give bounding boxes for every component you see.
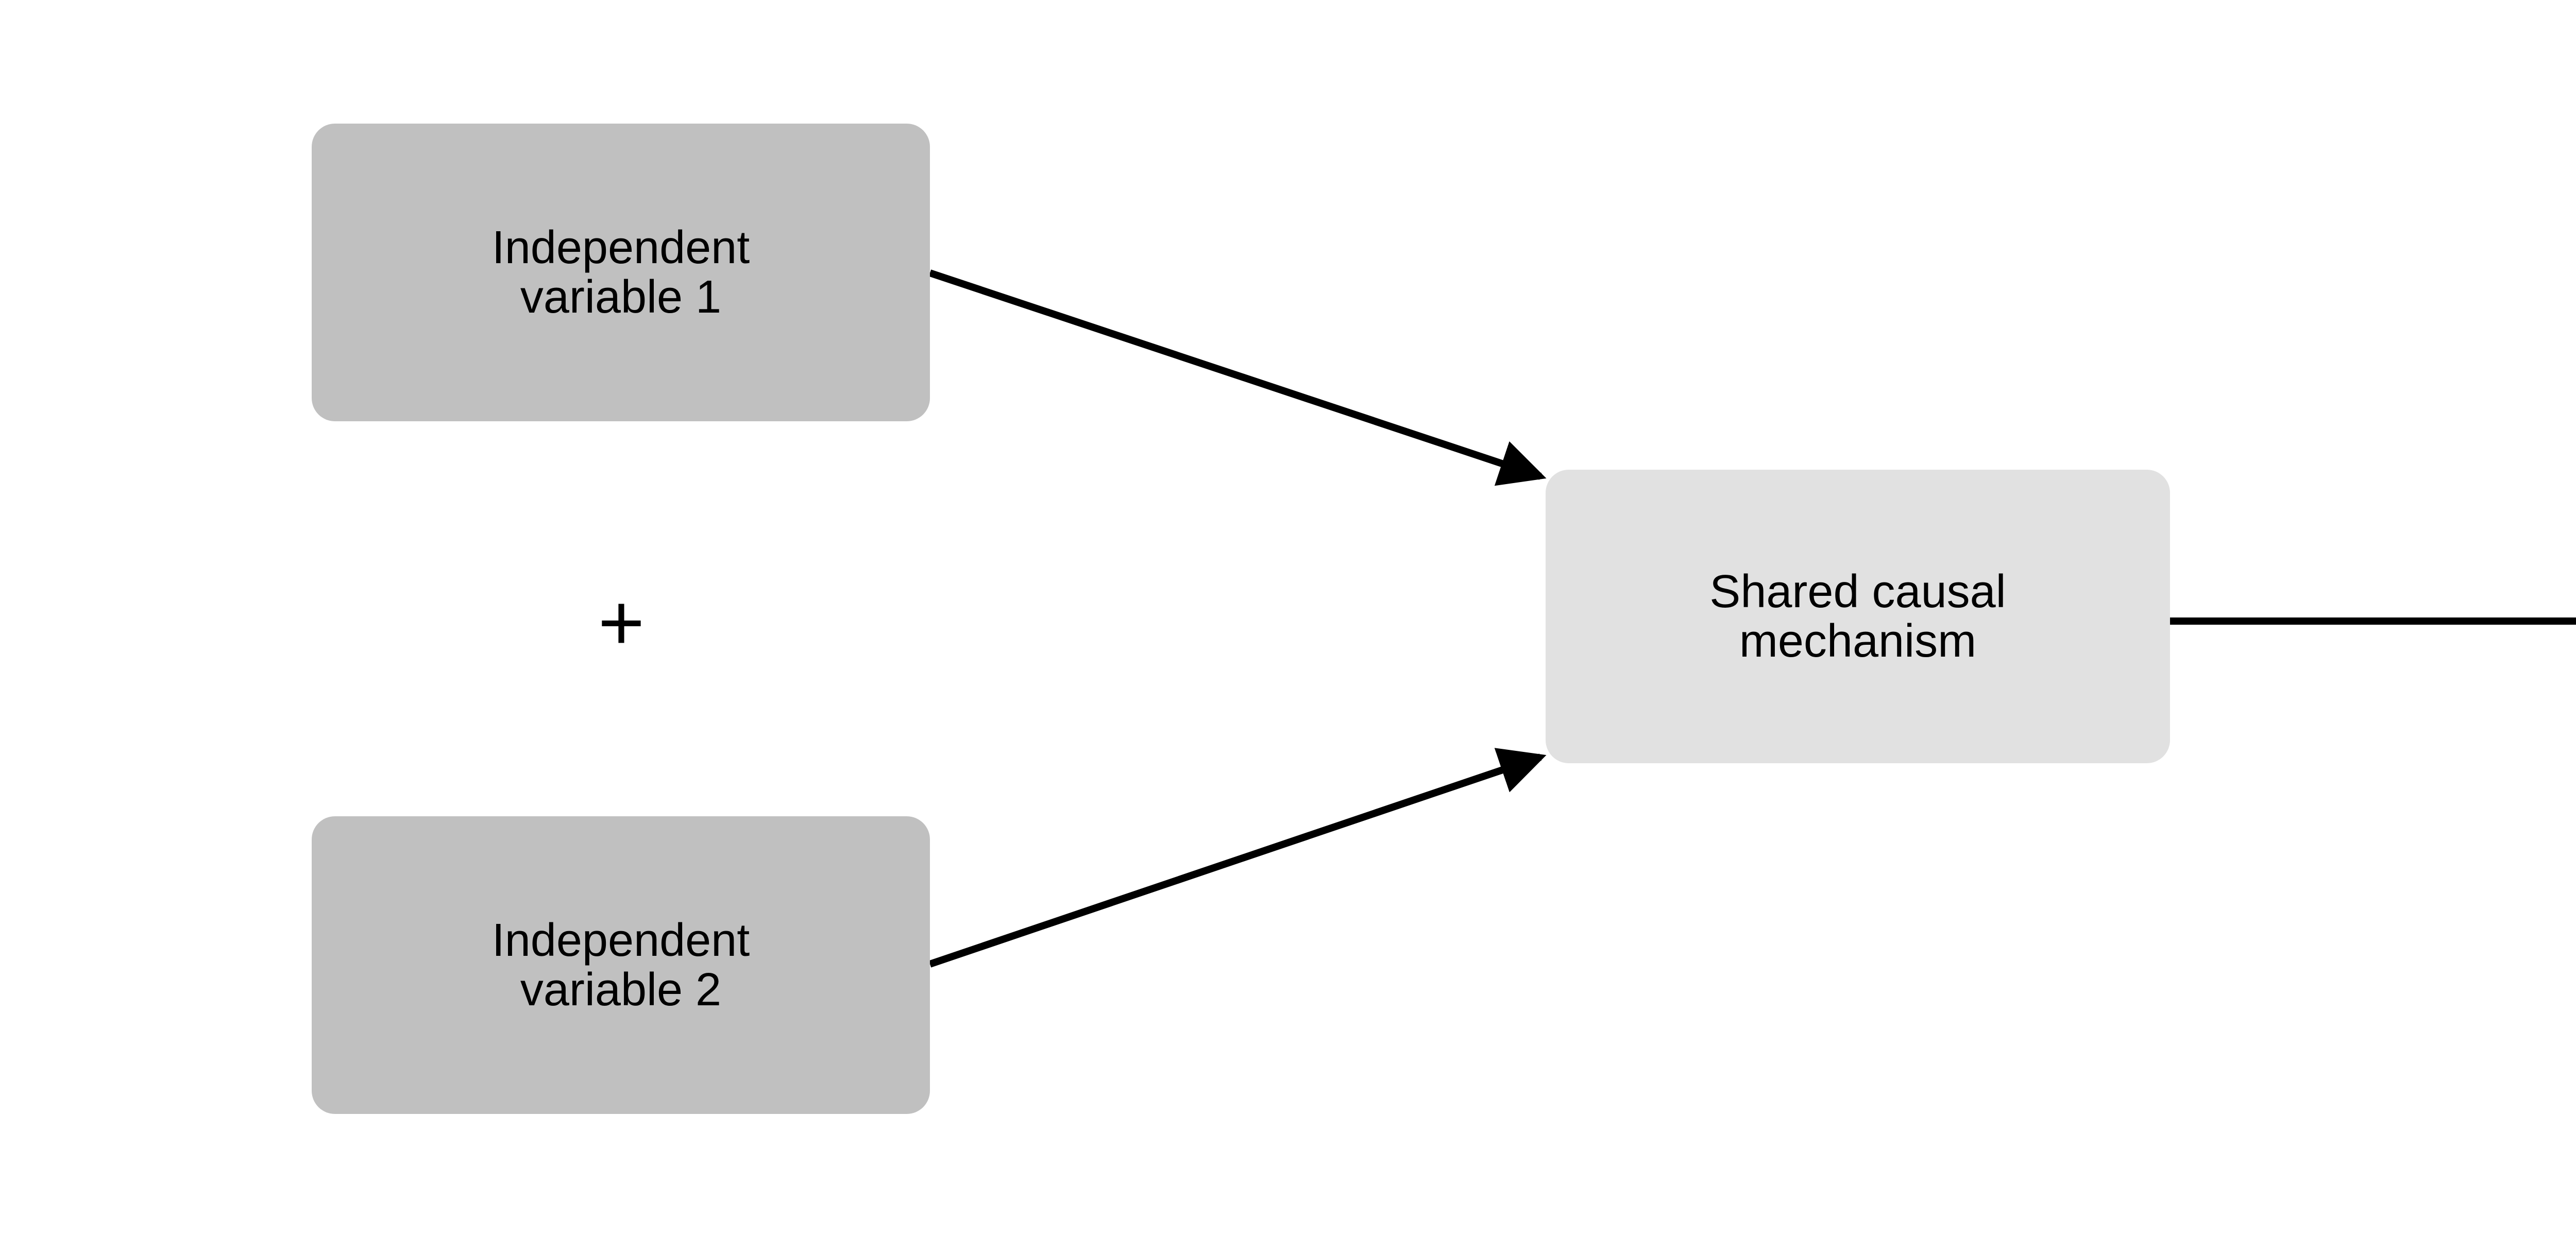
node-independent-variable-2: Independent variable 2 (312, 816, 930, 1114)
node-shared-causal-mechanism-label: Shared causal mechanism (1709, 565, 2006, 667)
node-independent-variable-1: Independent variable 1 (312, 124, 930, 421)
node-shared-causal-mechanism: Shared causal mechanism (1546, 470, 2170, 763)
node-independent-variable-1-label: Independent variable 1 (492, 221, 750, 323)
edge-iv1-to-mechanism-arrow (928, 269, 1547, 486)
plus-operator: + (598, 578, 645, 667)
node-independent-variable-2-label: Independent variable 2 (492, 914, 750, 1016)
edge-iv2-to-mechanism-arrow (928, 748, 1547, 968)
